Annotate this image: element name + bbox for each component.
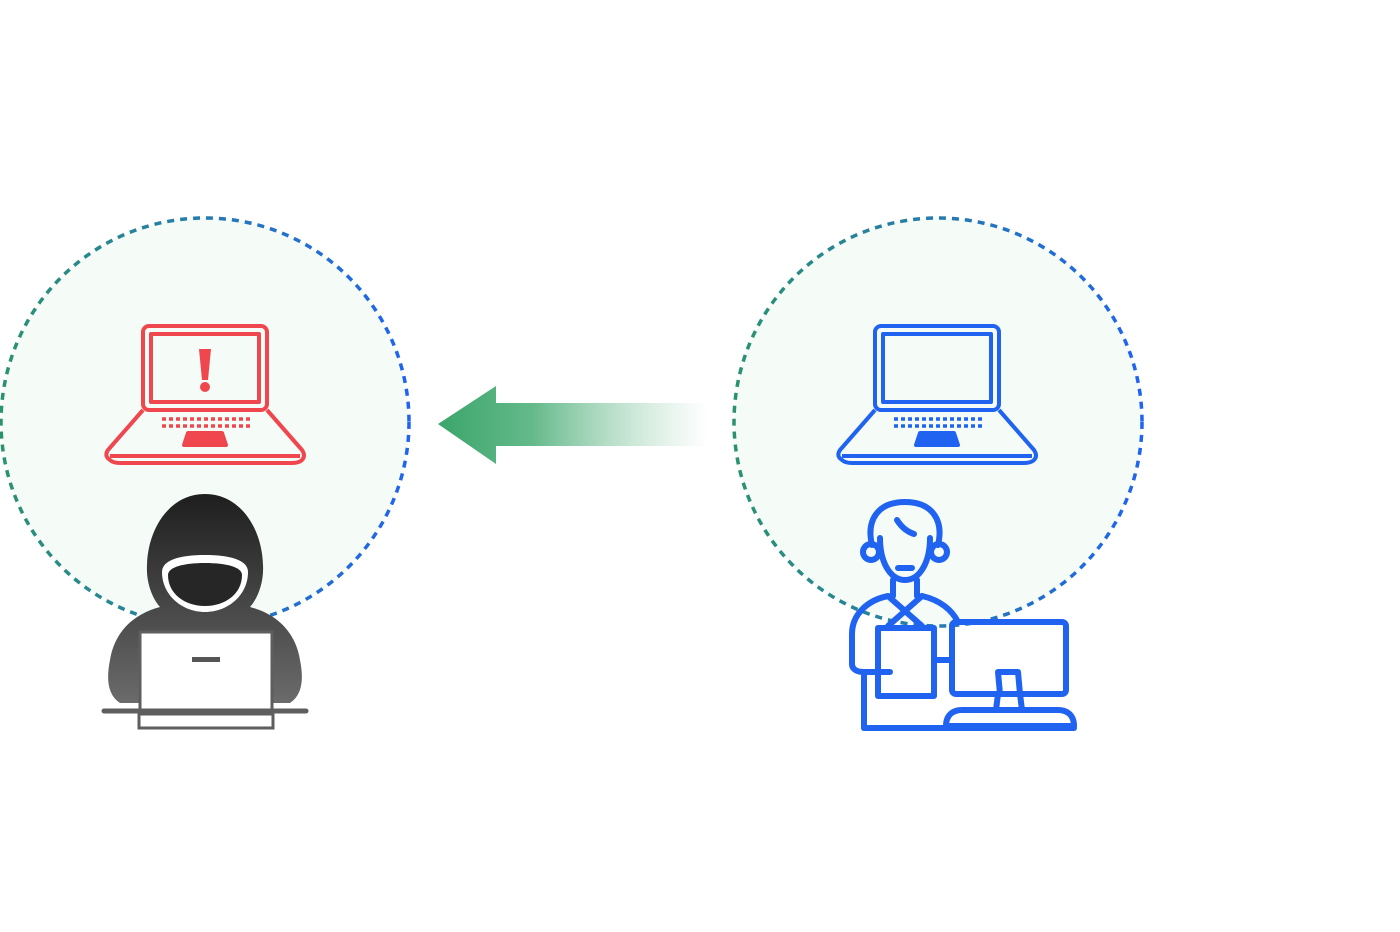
arrow-left-icon bbox=[438, 386, 708, 464]
laptop-icon bbox=[836, 324, 1038, 465]
left-node-ring bbox=[0, 216, 411, 628]
support-agent-at-desk-icon bbox=[849, 499, 1077, 731]
right-node bbox=[732, 216, 1144, 731]
right-node-ring bbox=[732, 216, 1144, 628]
alert-mark bbox=[199, 349, 211, 392]
laptop-alert-icon bbox=[104, 324, 306, 465]
hooded-hacker-icon bbox=[101, 494, 309, 730]
left-node bbox=[0, 216, 411, 730]
